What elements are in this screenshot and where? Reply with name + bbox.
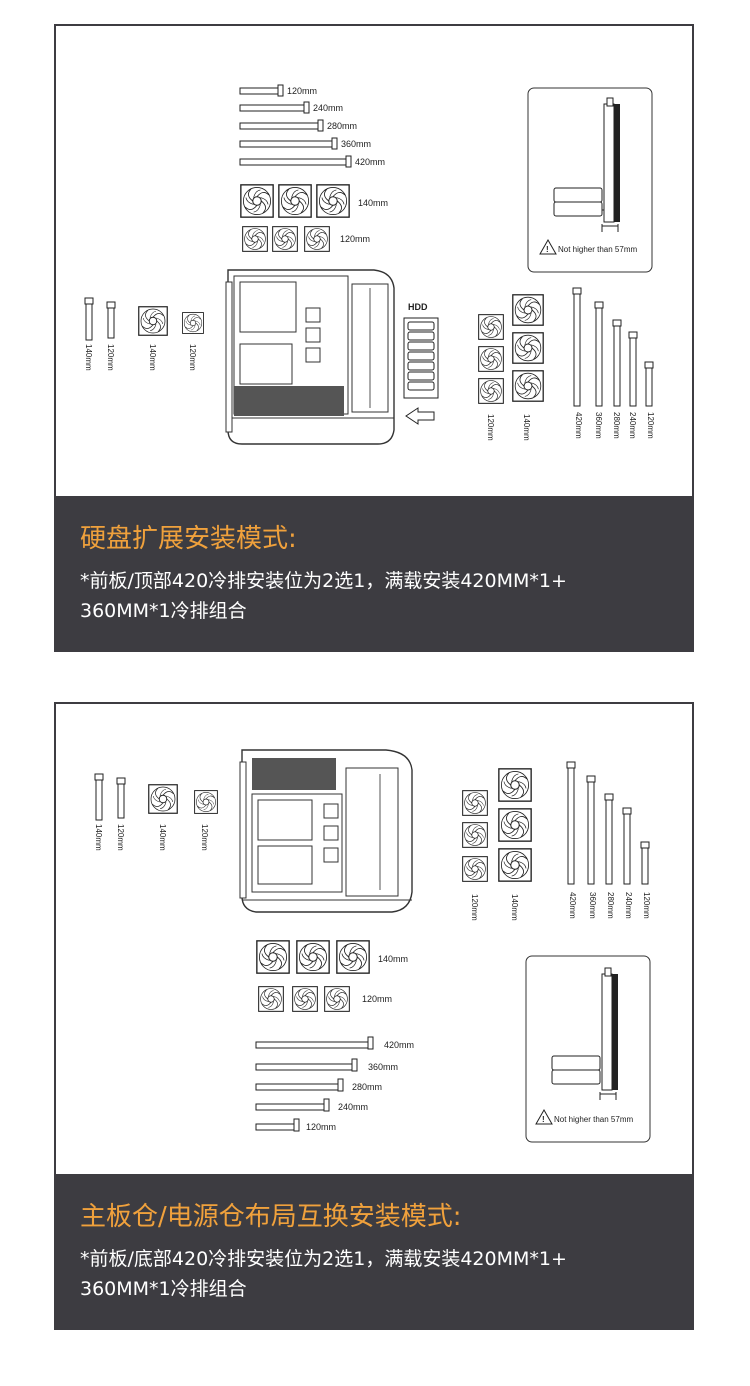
vert-label: 120mm	[470, 894, 479, 921]
right-radiators	[566, 761, 650, 885]
vert-label: 120mm	[116, 824, 125, 851]
left-side-parts	[94, 773, 218, 821]
mode-desc: *前板/顶部420冷排安装位为2选1，满载安装420MM*1+ 360MM*1冷…	[80, 566, 674, 626]
rad-label: 120mm	[287, 86, 317, 96]
vert-label: 280mm	[606, 892, 615, 919]
vert-label: 120mm	[486, 414, 495, 441]
mode-title: 硬盘扩展安装模式:	[80, 524, 297, 554]
radiator-stack-bottom	[255, 1036, 374, 1132]
rad-label: 280mm	[352, 1082, 382, 1092]
mode-desc-line: *前板/底部420冷排安装位为2选1，满载安装420MM*1+	[80, 1248, 567, 1270]
mode-title: 主板仓/电源仓布局互换安装模式:	[80, 1202, 462, 1232]
vert-label: 120mm	[106, 344, 115, 371]
fan-row-label: 140mm	[358, 198, 388, 208]
clearance-inset: !	[527, 87, 653, 273]
rad-label: 240mm	[338, 1102, 368, 1112]
radiator-stack-top	[239, 84, 352, 168]
rad-label: 360mm	[341, 139, 371, 149]
vert-label: 240mm	[624, 892, 633, 919]
vert-label: 120mm	[188, 344, 197, 371]
vert-label: 140mm	[158, 824, 167, 851]
vert-label: 140mm	[510, 894, 519, 921]
vert-label: 140mm	[84, 344, 93, 371]
mode-desc-line: 360MM*1冷排组合	[80, 1278, 247, 1300]
rad-label: 280mm	[327, 121, 357, 131]
right-fan-columns	[478, 294, 544, 404]
vert-label: 140mm	[148, 344, 157, 371]
case-drawing	[239, 749, 413, 913]
diagram-hdd-mode: 120mm 240mm 280mm 360mm 420mm 140mm 120m…	[56, 26, 692, 496]
vert-label: 360mm	[588, 892, 597, 919]
fan-row-label: 140mm	[378, 954, 408, 964]
rad-label: 420mm	[384, 1040, 414, 1050]
vert-label: 120mm	[642, 892, 651, 919]
vert-label: 280mm	[612, 412, 621, 439]
rad-label: 360mm	[368, 1062, 398, 1072]
vert-label: 120mm	[200, 824, 209, 851]
hdd-stack	[403, 317, 439, 425]
fan-row-label: 120mm	[362, 994, 392, 1004]
right-fan-columns	[462, 768, 532, 882]
fan-row-140	[240, 184, 350, 218]
clearance-note: Not higher than 57mm	[558, 245, 637, 254]
mode-desc-line: *前板/顶部420冷排安装位为2选1，满载安装420MM*1+	[80, 570, 567, 592]
rad-label: 120mm	[306, 1122, 336, 1132]
vert-label: 420mm	[574, 412, 583, 439]
vert-label: 120mm	[646, 412, 655, 439]
mode-desc: *前板/底部420冷排安装位为2选1，满载安装420MM*1+ 360MM*1冷…	[80, 1244, 674, 1304]
clearance-inset: !	[525, 955, 651, 1143]
fan-row-140	[256, 940, 370, 974]
caption-1: 硬盘扩展安装模式: *前板/顶部420冷排安装位为2选1，满载安装420MM*1…	[80, 522, 674, 626]
fan-row-label: 120mm	[340, 234, 370, 244]
left-side-parts	[84, 297, 204, 341]
right-radiators	[572, 287, 654, 407]
mode-card-1: 120mm 240mm 280mm 360mm 420mm 140mm 120m…	[54, 24, 694, 652]
rad-label: 240mm	[313, 103, 343, 113]
svg-text:!: !	[546, 245, 549, 254]
mode-card-2: 140mm 120mm 140mm 120mm	[54, 702, 694, 1330]
mode-desc-line: 360MM*1冷排组合	[80, 600, 247, 622]
caption-2: 主板仓/电源仓布局互换安装模式: *前板/底部420冷排安装位为2选1，满载安装…	[80, 1200, 674, 1304]
clearance-note: Not higher than 57mm	[554, 1115, 633, 1124]
hdd-label: HDD	[408, 302, 428, 312]
case-drawing	[225, 269, 395, 445]
diagram-swap-mode: 140mm 120mm 140mm 120mm	[56, 704, 692, 1174]
vert-label: 240mm	[628, 412, 637, 439]
vert-label: 360mm	[594, 412, 603, 439]
fan-row-120	[258, 986, 350, 1012]
svg-text:!: !	[542, 1115, 545, 1124]
vert-label: 140mm	[522, 414, 531, 441]
vert-label: 420mm	[568, 892, 577, 919]
rad-label: 420mm	[355, 157, 385, 167]
vert-label: 140mm	[94, 824, 103, 851]
fan-row-120	[242, 226, 330, 252]
